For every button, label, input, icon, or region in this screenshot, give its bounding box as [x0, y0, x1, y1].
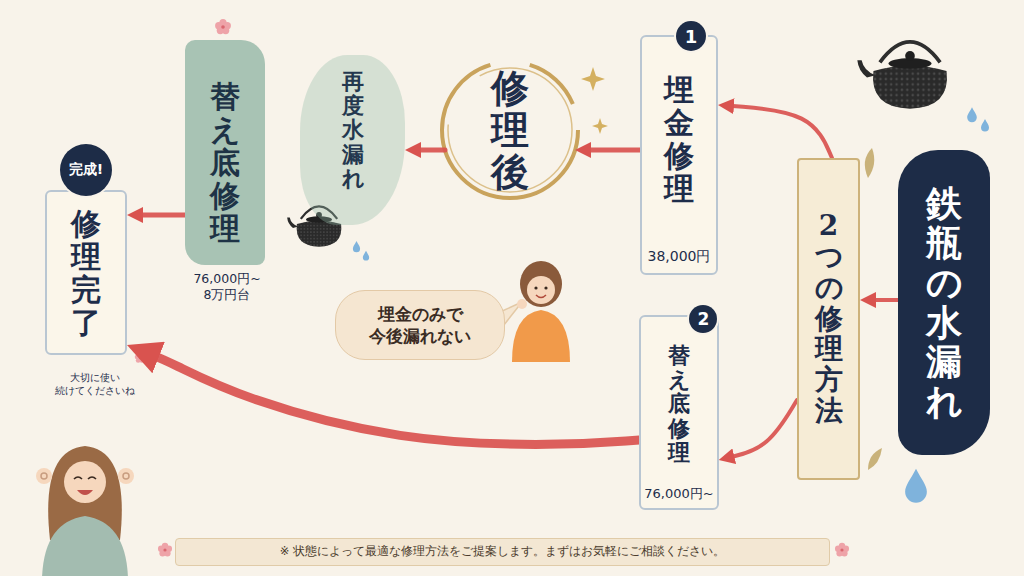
brush-ring	[442, 62, 578, 198]
note-text: ※ 状態によって最適な修理方法をご提案します。まずはお気軽にご相談ください。	[280, 545, 725, 559]
method-box: 2つの修理方法	[797, 158, 860, 480]
flow-arrow	[729, 106, 832, 158]
woman-body	[42, 516, 128, 576]
bubble-text: 埋金のみで 今後漏れない	[364, 303, 476, 347]
flow-arrow	[149, 354, 639, 445]
title-band: 鉄瓶の水漏れ	[898, 150, 990, 455]
smile	[536, 295, 546, 298]
result-circle: 修理後	[445, 62, 575, 198]
price: 76,000円~	[644, 486, 713, 502]
leaf	[865, 148, 874, 178]
flow-arrow	[730, 400, 797, 457]
eye	[534, 286, 537, 289]
closed-eyes	[74, 477, 96, 479]
process-box: 1埋金修理38,000円	[640, 35, 718, 275]
hand	[36, 468, 52, 484]
ok-sign	[123, 473, 129, 479]
speech-bubble: 埋金のみで 今後漏れない	[335, 290, 505, 360]
callout-number: 1	[676, 21, 706, 51]
box-title: 埋金修理	[664, 73, 694, 205]
eye	[544, 286, 547, 289]
done-badge: 完成!	[60, 144, 112, 196]
leak-wash: 再度 水漏れ	[300, 55, 405, 225]
iron-kettle	[857, 42, 947, 109]
flow-arrow	[138, 213, 185, 218]
woman-face	[64, 461, 106, 503]
band-title: 鉄瓶の水漏れ	[926, 184, 962, 422]
done-box: 完成!修理完了大切に使い 続けてくださいね	[45, 190, 127, 355]
sparkle	[581, 67, 605, 91]
ok-sign	[41, 473, 47, 479]
note-text: 大切に使い 続けてくださいね	[51, 371, 139, 397]
water-drop	[353, 241, 360, 252]
brush-ring	[448, 68, 572, 192]
hand	[517, 299, 527, 309]
sakura	[835, 543, 849, 557]
woman-face	[527, 276, 555, 304]
woman-body	[512, 310, 570, 362]
flow-arrow	[416, 148, 445, 153]
box-title: 2つの修理方法	[815, 211, 843, 427]
status-text: 再度 水漏れ	[342, 69, 364, 190]
sakura	[215, 19, 231, 34]
box-title: 替え底修理	[668, 343, 690, 464]
process-band: 替え底修理76,000円~ 8万円台	[185, 40, 265, 265]
circle-title: 修理後	[491, 67, 529, 192]
band-title: 替え底修理	[210, 80, 240, 245]
woman-hair	[520, 261, 562, 307]
price: 38,000円	[648, 248, 711, 265]
water-drop	[967, 107, 977, 122]
flow-arrow	[871, 298, 898, 302]
water-drop	[981, 119, 989, 132]
callout-number: 2	[689, 305, 717, 333]
box-title: 修理完了	[71, 207, 101, 339]
leaf	[868, 448, 882, 470]
sakura	[135, 353, 146, 363]
sakura	[158, 543, 172, 557]
hand	[118, 468, 134, 484]
note-bar: ※ 状態によって最適な修理方法をご提案します。まずはお気軽にご相談ください。	[175, 538, 830, 566]
process-box: 2替え底修理76,000円~	[639, 315, 718, 510]
water-drop	[363, 251, 369, 261]
price: 76,000円~ 8万円台	[181, 271, 273, 304]
sparkle	[592, 118, 608, 134]
flow-arrow	[586, 148, 640, 153]
smile	[77, 490, 93, 495]
water-drop	[905, 469, 927, 503]
